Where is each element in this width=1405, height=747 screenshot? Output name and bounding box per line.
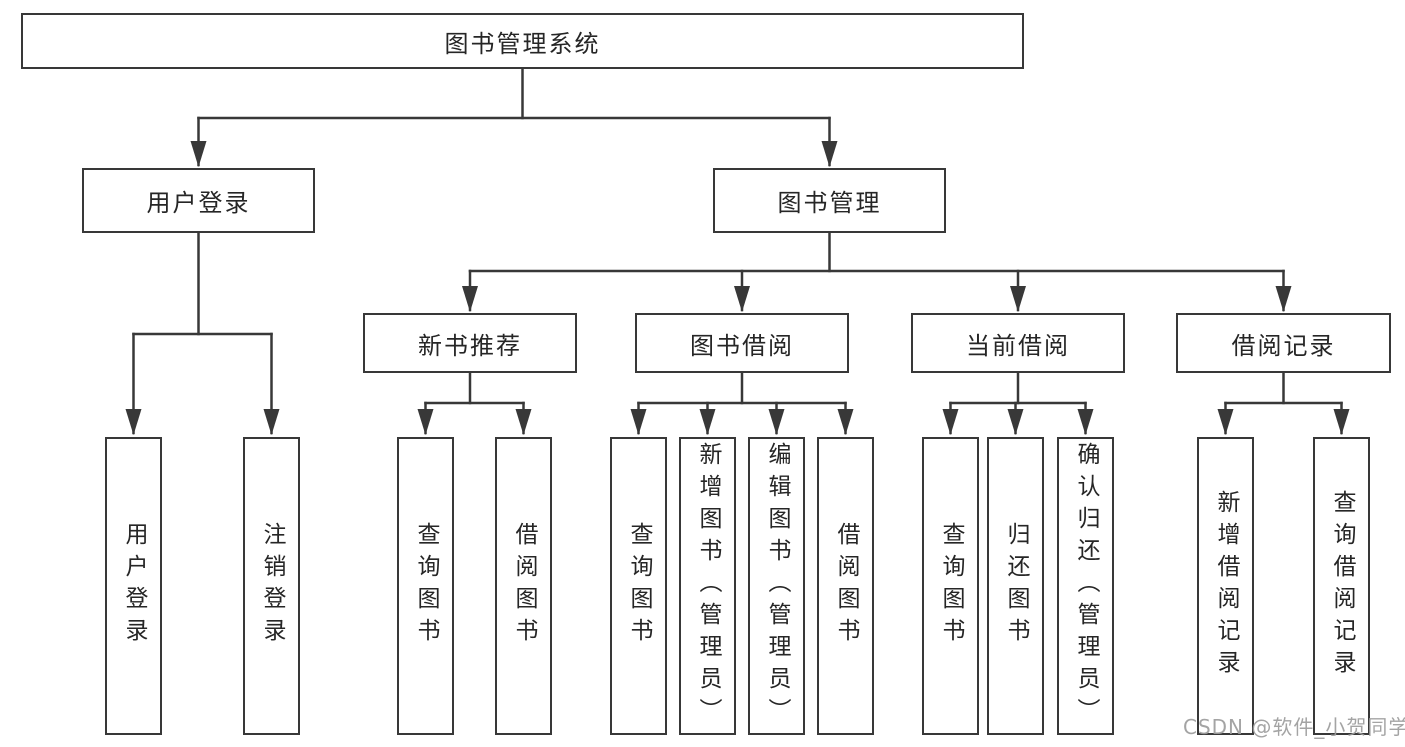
connector-borrowing-records-to-leaves	[1217, 371, 1350, 435]
leaf-query-books-recommend: 查询图书	[397, 437, 454, 735]
connector-new-book-recommend-to-leaves	[417, 371, 532, 435]
node-user-login: 用户登录	[82, 168, 315, 233]
leaf-borrow-books-recommend-label: 借阅图书	[511, 522, 537, 650]
node-book-management: 图书管理	[713, 168, 946, 233]
leaf-query-books-borrowing: 查询图书	[610, 437, 667, 735]
leaf-logout: 注销登录	[243, 437, 300, 735]
connector-book-borrowing-to-leaves	[630, 371, 854, 435]
leaf-confirm-return-admin-label: 确认归还（管理员）	[1073, 442, 1099, 730]
connector-root-to-level2	[190, 67, 838, 167]
leaf-return-book-label: 归还图书	[1003, 522, 1029, 650]
node-current-borrowing-label: 当前借阅	[966, 331, 1070, 360]
leaf-confirm-return-admin: 确认归还（管理员）	[1057, 437, 1114, 735]
node-root-label: 图书管理系统	[444, 29, 601, 58]
connector-book-management-to-level3	[462, 231, 1292, 312]
leaf-user-login: 用户登录	[105, 437, 162, 735]
node-borrowing-records: 借阅记录	[1176, 313, 1391, 373]
node-user-login-label: 用户登录	[146, 189, 251, 217]
leaf-borrow-books-borrowing: 借阅图书	[817, 437, 874, 735]
leaf-add-borrow-record-label: 新增借阅记录	[1213, 490, 1239, 682]
leaf-query-borrow-record-label: 查询借阅记录	[1329, 490, 1355, 682]
leaf-query-books-recommend-label: 查询图书	[413, 522, 439, 650]
connector-user-login-to-leaves	[125, 231, 280, 435]
leaf-query-books-current-label: 查询图书	[938, 522, 964, 650]
leaf-logout-label: 注销登录	[259, 522, 285, 650]
watermark: CSDN @软件_小贺同学	[1183, 715, 1405, 739]
leaf-borrow-books-recommend: 借阅图书	[495, 437, 552, 735]
leaf-query-books-borrowing-label: 查询图书	[626, 522, 652, 650]
node-current-borrowing: 当前借阅	[911, 313, 1125, 373]
leaf-user-login-label: 用户登录	[121, 522, 147, 650]
leaf-add-book-admin: 新增图书（管理员）	[679, 437, 736, 735]
leaf-add-book-admin-label: 新增图书（管理员）	[695, 442, 721, 730]
leaf-edit-book-admin: 编辑图书（管理员）	[748, 437, 805, 735]
node-new-book-recommend-label: 新书推荐	[418, 331, 522, 360]
leaf-borrow-books-borrowing-label: 借阅图书	[833, 522, 859, 650]
node-borrowing-records-label: 借阅记录	[1231, 331, 1336, 360]
node-book-borrowing: 图书借阅	[635, 313, 849, 373]
connector-current-borrowing-to-leaves	[942, 371, 1094, 435]
node-book-borrowing-label: 图书借阅	[690, 331, 794, 360]
node-new-book-recommend: 新书推荐	[363, 313, 577, 373]
leaf-edit-book-admin-label: 编辑图书（管理员）	[764, 442, 790, 730]
leaf-query-borrow-record: 查询借阅记录	[1313, 437, 1370, 735]
node-root: 图书管理系统	[21, 13, 1024, 69]
leaf-add-borrow-record: 新增借阅记录	[1197, 437, 1254, 735]
leaf-query-books-current: 查询图书	[922, 437, 979, 735]
leaf-return-book: 归还图书	[987, 437, 1044, 735]
node-book-management-label: 图书管理	[777, 189, 882, 217]
